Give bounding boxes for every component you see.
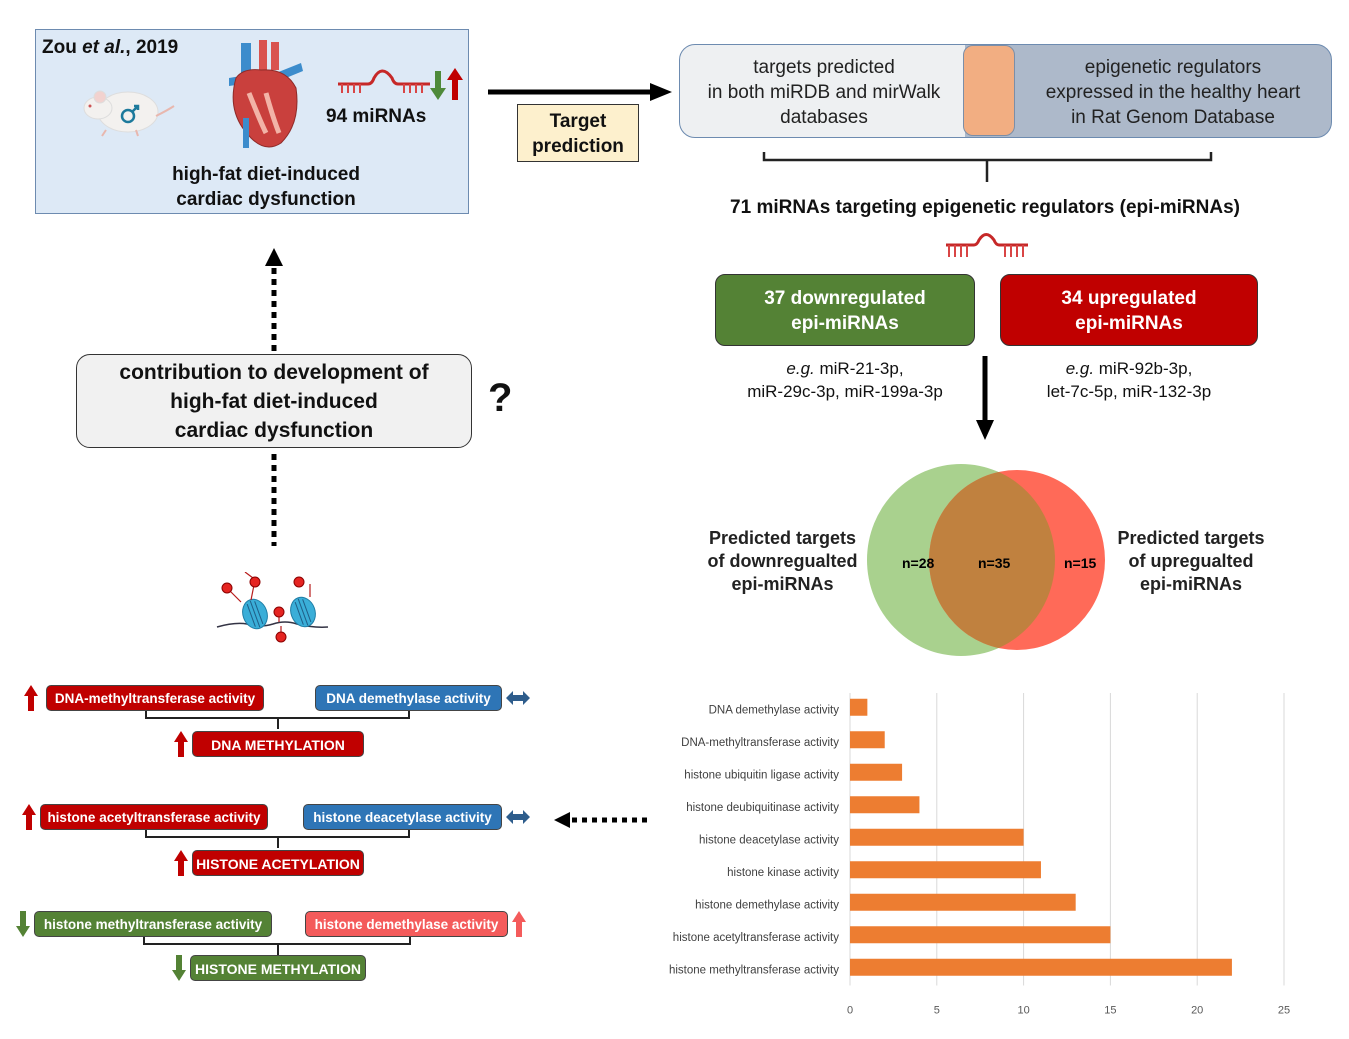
up-arrow-icon (512, 911, 526, 937)
venn-right-label: Predicted targets of upregualted epi-miR… (1117, 528, 1265, 594)
bracket (145, 830, 410, 838)
mirna-icon (338, 68, 463, 100)
right-arrow-icon (488, 83, 672, 101)
up-arrow-icon (24, 685, 38, 711)
bracket (762, 152, 1213, 182)
bar (850, 828, 1024, 846)
category-label: DNA-methyltransferase activity (681, 737, 839, 749)
up-arrow-icon (22, 804, 36, 830)
bracket (143, 937, 411, 945)
category-label: histone demethylase activity (695, 899, 839, 911)
mirna-icon (946, 233, 1028, 257)
unchanged-arrow-icon (506, 691, 530, 705)
male-symbol-icon (120, 104, 140, 124)
downregulated-examples: e.g. miR-21-3p, miR-29c-3p, miR-199a-3p (747, 359, 943, 401)
histone-methyltransferase-box: histone methyltransferase activity (34, 911, 272, 937)
x-tick-label: 25 (1278, 1005, 1290, 1016)
x-tick-label: 15 (1104, 1005, 1116, 1016)
x-tick-label: 0 (847, 1005, 853, 1016)
bracket-stem (277, 945, 279, 955)
category-label: histone methyltransferase activity (669, 964, 839, 976)
down-arrow-icon (16, 911, 30, 937)
bar (850, 926, 1111, 944)
up-arrow-icon (174, 850, 188, 876)
target-prediction-label: Target prediction (517, 104, 639, 162)
database-overlap (963, 45, 1015, 136)
venn-overlap (929, 470, 1055, 650)
histone-demethylase-box: histone demethylase activity (305, 911, 508, 937)
venn-diagram: n=28 n=35 n=15 (867, 464, 1105, 656)
dotted-up-arrow-icon (265, 248, 283, 352)
bar (850, 861, 1041, 879)
up-arrow-icon (447, 68, 463, 100)
bracket (145, 711, 410, 719)
bracket-stem (277, 719, 279, 729)
venn-overlap-count: n=35 (978, 555, 1011, 571)
x-tick-label: 5 (934, 1005, 940, 1016)
bar (850, 796, 920, 814)
contribution-box: contribution to development of high-fat … (76, 354, 472, 448)
category-label: histone deubiquitinase activity (686, 802, 839, 814)
study-panel: Zou et al., 2019 94 miRNAs high-fat diet… (35, 29, 469, 214)
histone-acetyltransferase-box: histone acetyltransferase activity (40, 804, 268, 830)
up-arrow-icon (174, 731, 188, 757)
question-mark: ? (488, 376, 513, 420)
category-label: histone kinase activity (727, 867, 839, 879)
down-arrow-icon (172, 955, 186, 981)
x-tick-label: 10 (1017, 1005, 1029, 1016)
category-label: DNA demethylase activity (709, 704, 840, 716)
venn-right-count: n=15 (1064, 555, 1097, 571)
histone-methylation-box: HISTONE METHYLATION (190, 955, 366, 981)
bar (850, 958, 1232, 976)
unchanged-arrow-icon (506, 810, 530, 824)
bracket-stem (277, 838, 279, 848)
rat-genome-epigenetic-regulators: epigenetic regulators expressed in the h… (1045, 57, 1301, 128)
study-description: high-fat diet-induced cardiac dysfunctio… (172, 164, 360, 210)
venn-left-label: Predicted targets of downregualted epi-m… (707, 528, 858, 594)
downregulated-epi-mirnas-box: 37 downregulated epi-miRNAs (715, 274, 975, 346)
study-citation: Zou et al., 2019 (42, 37, 179, 58)
category-label: histone acetyltransferase activity (673, 932, 839, 944)
down-arrow-icon (976, 356, 994, 440)
category-label: histone ubiquitin ligase activity (684, 769, 839, 781)
bar (850, 731, 885, 749)
nucleosome-icon (216, 572, 329, 643)
mirna-count: 94 miRNAs (326, 106, 427, 127)
venn-left-count: n=28 (902, 555, 935, 571)
dotted-left-arrow-icon (554, 812, 648, 828)
dna-methylation-box: DNA METHYLATION (192, 731, 364, 757)
upregulated-epi-mirnas-box: 34 upregulated epi-miRNAs (1000, 274, 1258, 346)
rat-icon (83, 90, 175, 137)
dna-methyltransferase-box: DNA-methyltransferase activity (46, 685, 264, 711)
bar (850, 763, 903, 781)
histone-acetylation-box: HISTONE ACETYLATION (192, 850, 364, 876)
bar (850, 893, 1076, 911)
mirdb-mirwalk-targets: targets predicted in both miRDB and mirW… (707, 57, 941, 128)
epi-mirnas-title: 71 miRNAs targeting epigenetic regulator… (730, 197, 1240, 218)
down-arrow-icon (430, 71, 446, 100)
database-intersection-box: targets predicted in both miRDB and mirW… (679, 44, 1332, 138)
category-label: histone deacetylase activity (699, 834, 839, 846)
heart-icon (229, 40, 303, 148)
dotted-line (271, 454, 277, 546)
bar-chart: 0 5 10 15 20 25 DNA demethylase activityDNA-me… (669, 693, 1290, 1016)
dna-demethylase-box: DNA demethylase activity (315, 685, 502, 711)
x-tick-label: 20 (1191, 1005, 1203, 1016)
upregulated-examples: e.g. miR-92b-3p, let-7c-5p, miR-132-3p (1046, 359, 1212, 401)
histone-deacetylase-box: histone deacetylase activity (303, 804, 502, 830)
bar (850, 698, 868, 716)
